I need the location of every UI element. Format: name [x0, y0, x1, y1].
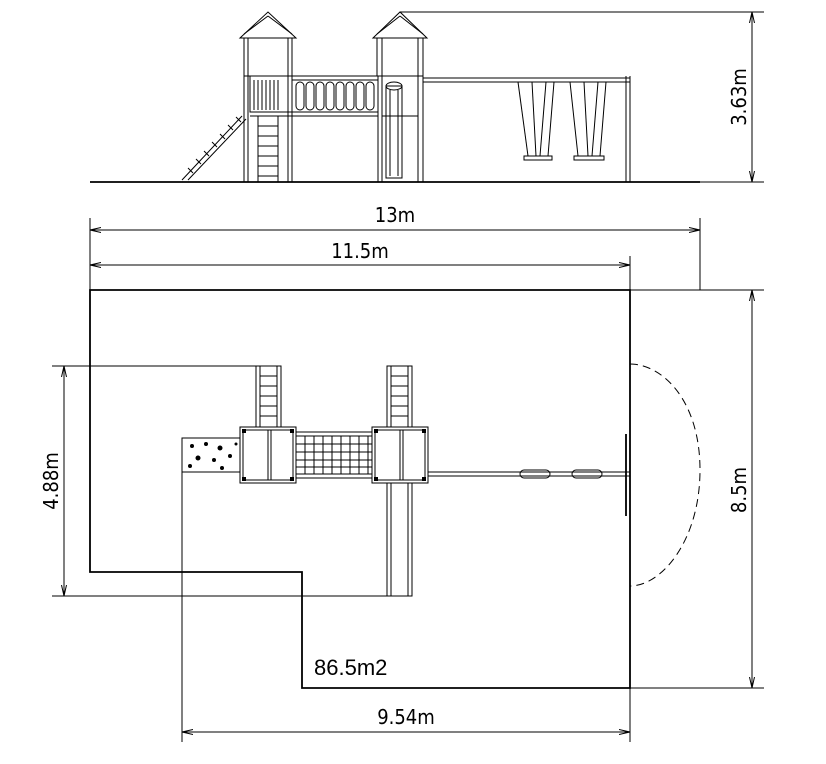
- right-tower: [371, 11, 429, 182]
- right-tower-plan: [371, 365, 429, 597]
- overall-width-label: 13m: [375, 203, 415, 227]
- area-label: 86.5m2: [314, 655, 387, 680]
- swing-beam-plan: [428, 434, 631, 516]
- left-tower-plan: [239, 365, 297, 484]
- swing-frame: [423, 76, 631, 182]
- height-label: 3.63m: [727, 68, 751, 126]
- swing-zone: [629, 363, 701, 587]
- safety-area-outline: [89, 289, 631, 689]
- climbing-wall-plan: [181, 437, 241, 473]
- area-width-label: 11.5m: [331, 239, 389, 263]
- lower-width-label: 9.54m: [377, 705, 435, 729]
- area-width-dimension: 11.5m: [90, 239, 631, 290]
- lower-width-dimension: 9.54m: [181, 440, 631, 742]
- structure-depth-label: 4.88m: [39, 452, 63, 510]
- area-depth-dimension: 8.5m: [630, 289, 764, 689]
- net-bridge-plan: [295, 431, 373, 479]
- area-depth-label: 8.5m: [727, 467, 751, 513]
- left-tower: [238, 11, 298, 182]
- structure-depth-dimension: 4.88m: [39, 365, 390, 597]
- overall-width-dimension: 13m: [89, 203, 701, 290]
- bridge: [292, 75, 378, 117]
- climbing-ramp: [181, 115, 247, 181]
- height-dimension: 3.63m: [400, 11, 764, 183]
- plan-view: 13m 11.5m 8.5m 4.88m: [39, 203, 764, 742]
- side-elevation: 3.63m: [90, 11, 764, 183]
